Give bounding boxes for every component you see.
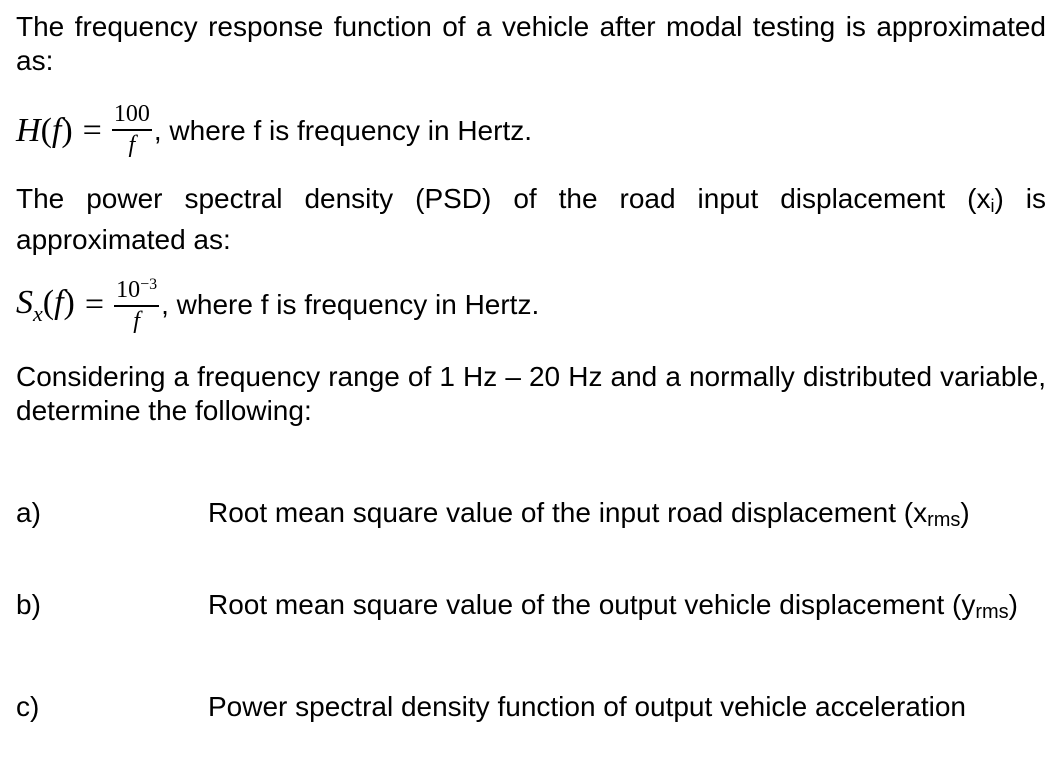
close-paren: ) [63,283,75,321]
equation-fraction: 100 f [111,101,152,158]
numerator-exponent: −3 [140,276,158,293]
equation-fraction: 10−3 f [114,272,160,334]
item-label: a) [16,497,41,528]
item-text-after: ) [1008,589,1018,620]
numerator-base: 10 [116,277,141,303]
psd-text-after: ) is approximated as: [16,183,1046,255]
equation-argument: f [54,283,64,321]
psd-subscript: i [990,196,995,216]
equation-function-name: S [16,283,33,321]
frequency-response-equation: H(f) = 100 f , where f is frequency in H… [16,96,532,166]
psd-paragraph: The power spectral density (PSD) of the … [16,182,1046,257]
equation-function-name: H [16,112,41,149]
equation-function-subscript: x [33,300,43,326]
item-label: b) [16,589,41,620]
psd-equation: Sx(f) = 10−3 f , where f is frequency in… [16,270,539,340]
equation-argument: f [51,112,62,149]
equation-suffix: , where f is frequency in Hertz. [161,289,540,320]
psd-text-before: The power spectral density (PSD) of the … [16,183,991,214]
open-paren: ( [42,283,55,321]
intro-text: The frequency response function of a veh… [16,11,1046,76]
fraction-denominator: f [128,131,136,158]
close-paren: ) [61,112,73,149]
equation-suffix: , where f is frequency in Hertz. [153,115,533,146]
equation-lhs: Sx(f) [16,284,75,327]
item-subscript: rms [927,509,961,531]
item-text-before: Root mean square value of the output veh… [208,589,976,620]
item-subscript: rms [975,601,1009,623]
task-paragraph: Considering a frequency range of 1 Hz – … [16,360,1046,428]
equation-lhs: H(f) [16,112,73,150]
open-paren: ( [40,112,52,149]
fraction-numerator: 100 [111,101,152,131]
equals-sign: = [82,112,102,149]
fraction-numerator: 10−3 [114,272,160,307]
equals-sign: = [84,286,105,323]
intro-paragraph: The frequency response function of a veh… [16,10,1046,78]
item-text: Power spectral density function of outpu… [208,691,966,722]
task-text: Considering a frequency range of 1 Hz – … [16,361,1046,426]
item-text-after: ) [960,497,970,528]
fraction-denominator: f [133,308,140,334]
item-text-before: Root mean square value of the input road… [208,497,928,528]
item-text: Root mean square value of the input road… [208,496,1028,537]
item-text: Root mean square value of the output veh… [208,588,1028,629]
item-label: c) [16,691,40,722]
